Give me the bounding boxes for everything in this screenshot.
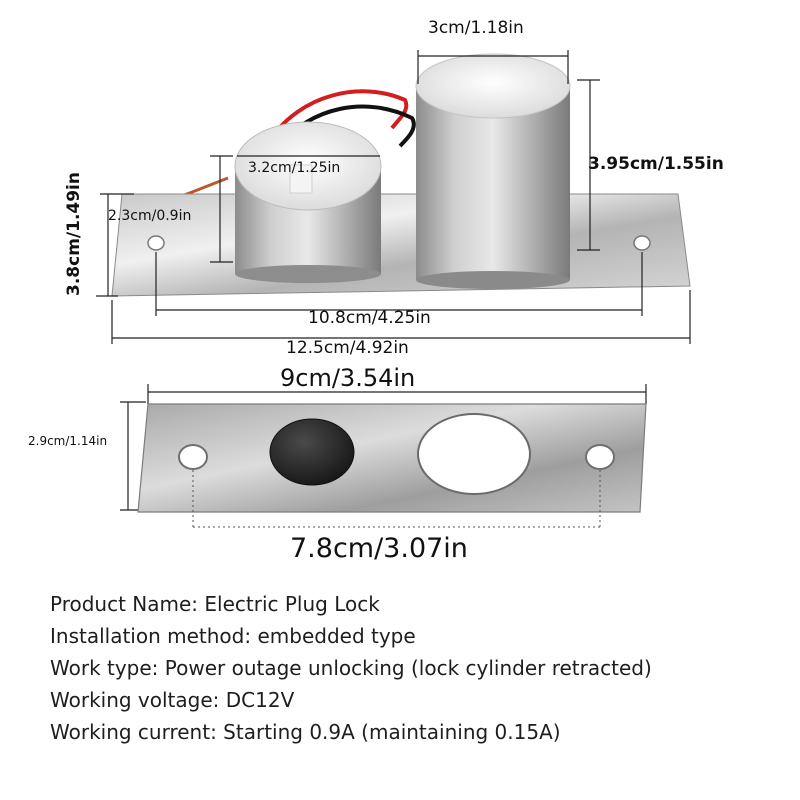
dimension-lines	[96, 50, 691, 511]
small-cylinder-diameter-label: 3.2cm/1.25in	[248, 160, 341, 176]
strike-hole-left	[178, 444, 208, 470]
spec-voltage: Working voltage: DC12V	[50, 688, 295, 712]
mounting-hole-right	[633, 235, 651, 251]
plate-length-label: 12.5cm/4.92in	[286, 338, 409, 358]
spec-work-type: Work type: Power outage unlocking (lock …	[50, 656, 652, 680]
strike-hole-spacing-line	[192, 470, 601, 530]
hole-spacing-label: 10.8cm/4.25in	[308, 308, 431, 328]
strike-hole-spacing-label: 7.8cm/3.07in	[290, 533, 468, 564]
wire-lead	[181, 176, 229, 198]
strike-plate	[137, 403, 647, 513]
strike-plate-height-label: 2.9cm/1.14in	[28, 434, 108, 448]
large-cylinder	[416, 88, 570, 280]
strike-bolt-hole	[417, 413, 531, 495]
mounting-plate	[111, 193, 691, 297]
red-wire	[268, 89, 409, 142]
strike-plate-length-label: 9cm/3.54in	[280, 364, 416, 392]
mounting-hole-left	[147, 235, 165, 251]
magnet-disc	[269, 418, 355, 486]
spec-current: Working current: Starting 0.9A (maintain…	[50, 720, 561, 744]
big-cylinder-diameter-label: 3cm/1.18in	[428, 18, 524, 38]
spec-installation: Installation method: embedded type	[50, 624, 416, 648]
large-cylinder-cap	[415, 53, 571, 119]
small-cylinder-height-label: 2.3cm/0.9in	[108, 208, 192, 224]
specifications: Product Name: Electric Plug Lock Install…	[50, 588, 652, 748]
plate-height-label: 3.8cm/1.49in	[64, 172, 84, 296]
big-cylinder-height-label: 3.95cm/1.55in	[588, 154, 724, 174]
strike-hole-right	[585, 444, 615, 470]
spec-product-name: Product Name: Electric Plug Lock	[50, 592, 380, 616]
